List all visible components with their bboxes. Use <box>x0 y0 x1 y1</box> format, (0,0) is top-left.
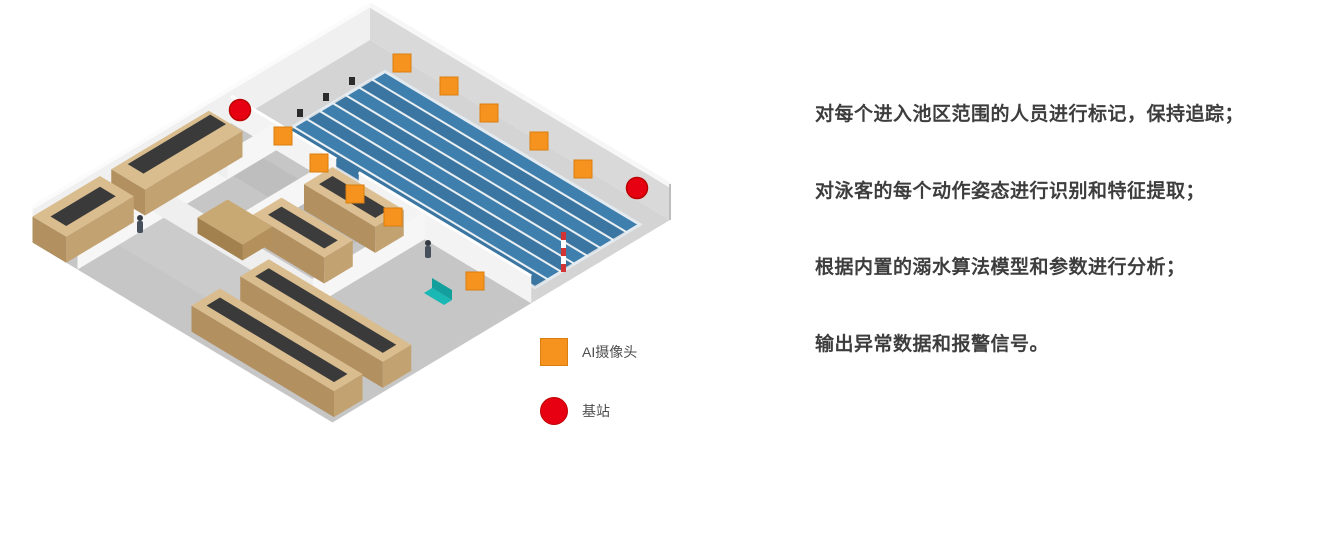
ai-camera-marker <box>273 126 293 146</box>
lane-lines <box>292 78 628 281</box>
legend-label-ai-camera: AI摄像头 <box>582 344 638 360</box>
locker-block <box>240 259 412 388</box>
ai-camera-marker <box>383 207 403 227</box>
ai-camera-marker <box>529 131 549 151</box>
base-station-marker <box>228 98 252 122</box>
ai-camera-icon <box>540 338 568 366</box>
person-figure <box>425 240 431 258</box>
ai-camera-marker <box>573 159 593 179</box>
feature-line-1: 对每个进入池区范围的人员进行标记，保持追踪； <box>815 104 1245 125</box>
locker-block <box>32 176 134 263</box>
base-station-icon <box>540 397 568 425</box>
legend: AI摄像头 基站 <box>540 338 637 425</box>
person-figure <box>137 215 143 233</box>
pool-equipment <box>424 278 452 305</box>
ai-camera-marker <box>392 53 412 73</box>
ai-camera-marker <box>439 76 459 96</box>
rescue-pole <box>561 232 566 272</box>
feature-line-2: 对泳客的每个动作姿态进行识别和特征提取； <box>815 180 1206 202</box>
ai-camera-marker <box>479 103 499 123</box>
legend-item-base-station: 基站 <box>540 397 637 425</box>
locker-block <box>191 288 363 418</box>
legend-item-ai-camera: AI摄像头 <box>540 338 637 366</box>
starting-blocks <box>297 77 355 117</box>
base-station-marker <box>625 176 649 200</box>
locker-block <box>111 110 243 216</box>
facility-floorplan <box>31 2 672 423</box>
ai-camera-marker <box>345 184 365 204</box>
ai-camera-marker <box>465 271 485 291</box>
feature-description: 对每个进入池区范围的人员进行标记，保持追踪； 对泳客的每个动作姿态进行识别和特征… <box>815 102 1330 408</box>
legend-label-base-station: 基站 <box>582 403 610 419</box>
feature-line-3: 根据内置的溺水算法模型和参数进行分析； <box>815 257 1186 279</box>
feature-line-4: 输出异常数据和报警信号。 <box>815 333 1050 355</box>
reception-counter <box>197 199 273 261</box>
marker-layer <box>228 53 649 291</box>
ai-camera-marker <box>309 153 329 173</box>
back-right-wall <box>368 2 672 220</box>
